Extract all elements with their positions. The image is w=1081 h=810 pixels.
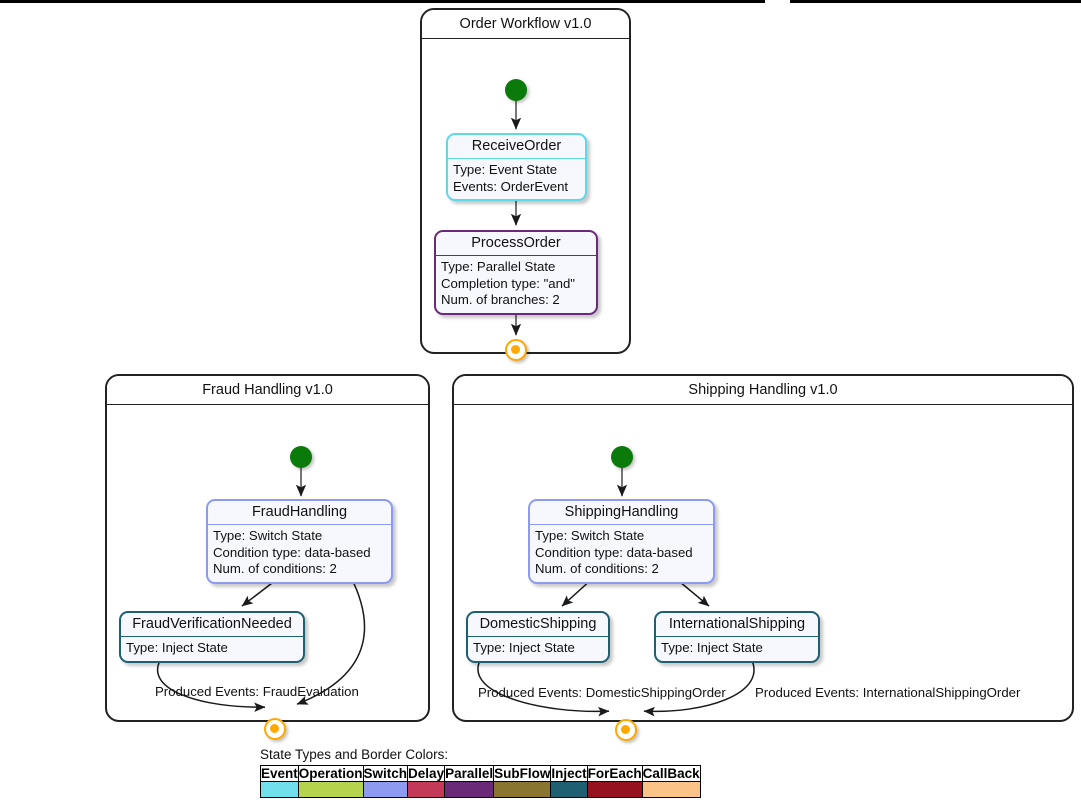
panel-fraud-handling[interactable]: Fraud Handling v1.0 FraudHandli xyxy=(105,374,430,740)
state-node-title: FraudHandling xyxy=(208,501,391,525)
legend-head-operation: Operation xyxy=(297,765,364,782)
legend-head-delay: Delay xyxy=(407,765,446,782)
state-node-line: Type: Inject State xyxy=(473,640,575,655)
legend-swatch-switch xyxy=(362,781,409,798)
end-node-shipping-handling xyxy=(615,719,637,741)
state-node-shipping-handling[interactable]: ShippingHandling Type: Switch State Cond… xyxy=(528,499,715,584)
state-node-title: ReceiveOrder xyxy=(448,135,585,159)
legend-header-row: Event Operation Switch Delay Parallel Su… xyxy=(260,765,701,782)
state-node-body: Type: Event State Events: OrderEvent xyxy=(448,159,585,199)
state-node-line: Events: OrderEvent xyxy=(453,178,569,194)
legend-head-callback: CallBack xyxy=(641,765,701,782)
top-rule-left xyxy=(0,0,765,3)
state-node-title: FraudVerificationNeeded xyxy=(121,613,303,637)
legend-swatch-foreach xyxy=(586,781,643,798)
legend-swatch-parallel xyxy=(444,781,495,798)
state-node-line: Type: Switch State xyxy=(535,528,645,543)
panel-title-shipping-handling: Shipping Handling v1.0 xyxy=(454,376,1072,405)
panel-body-fraud-handling: FraudHandling Type: Switch State Conditi… xyxy=(107,405,428,740)
legend-head-subflow: SubFlow xyxy=(493,765,552,782)
state-node-line: Num. of conditions: 2 xyxy=(535,561,659,576)
panel-body-shipping-handling: ShippingHandling Type: Switch State Cond… xyxy=(454,405,1072,741)
legend-table: Event Operation Switch Delay Parallel Su… xyxy=(260,765,701,798)
state-node-title: InternationalShipping xyxy=(656,613,818,637)
legend-swatch-event xyxy=(260,781,299,798)
start-node-shipping-handling xyxy=(611,446,633,468)
legend-caption: State Types and Border Colors: xyxy=(260,747,449,762)
state-node-line: Condition type: data-based xyxy=(213,544,371,560)
panel-shipping-handling[interactable]: Shipping Handling v1.0 xyxy=(452,374,1074,741)
state-node-line: Type: Inject State xyxy=(126,640,228,655)
state-node-body: Type: Switch State Condition type: data-… xyxy=(208,525,391,582)
legend-swatch-callback xyxy=(641,781,701,798)
state-node-fraud-verification-needed[interactable]: FraudVerificationNeeded Type: Inject Sta… xyxy=(119,611,305,663)
edge-label-international-shipping-order: Produced Events: InternationalShippingOr… xyxy=(755,685,1021,700)
state-node-title: ProcessOrder xyxy=(436,232,596,256)
edge-label-fraud-evaluation: Produced Events: FraudEvaluation xyxy=(155,684,359,699)
state-node-line: Type: Switch State xyxy=(213,528,323,543)
state-node-domestic-shipping[interactable]: DomesticShipping Type: Inject State xyxy=(466,611,610,663)
legend-head-switch: Switch xyxy=(362,765,409,782)
state-node-body: Type: Inject State xyxy=(468,637,608,661)
legend-head-parallel: Parallel xyxy=(444,765,495,782)
legend-head-foreach: ForEach xyxy=(586,765,643,782)
state-node-line: Num. of conditions: 2 xyxy=(213,561,337,576)
state-node-body: Type: Inject State xyxy=(656,637,818,661)
end-node-order-workflow xyxy=(505,339,527,361)
edge-label-domestic-shipping-order: Produced Events: DomesticShippingOrder xyxy=(478,685,726,700)
state-node-body: Type: Inject State xyxy=(121,637,303,661)
state-node-body: Type: Switch State Condition type: data-… xyxy=(530,525,713,582)
start-node-order-workflow xyxy=(505,79,527,101)
state-node-line: Num. of branches: 2 xyxy=(441,292,560,307)
top-rule-right xyxy=(790,0,1081,3)
legend-swatch-subflow xyxy=(493,781,552,798)
legend-swatch-operation xyxy=(297,781,364,798)
legend-swatch-row xyxy=(260,781,701,798)
legend-head-event: Event xyxy=(260,765,299,782)
legend-head-inject: Inject xyxy=(550,765,588,782)
legend-swatch-inject xyxy=(550,781,588,798)
panel-order-workflow[interactable]: Order Workflow v1.0 ReceiveOrder Type: E… xyxy=(420,8,631,361)
state-node-process-order[interactable]: ProcessOrder Type: Parallel State Comple… xyxy=(434,230,598,315)
panel-title-fraud-handling: Fraud Handling v1.0 xyxy=(107,376,428,405)
panel-body-order-workflow: ReceiveOrder Type: Event State Events: O… xyxy=(422,39,629,361)
state-node-line: Type: Parallel State xyxy=(441,259,556,274)
state-node-fraud-handling[interactable]: FraudHandling Type: Switch State Conditi… xyxy=(206,499,393,584)
panel-title-order-workflow: Order Workflow v1.0 xyxy=(422,10,629,39)
legend-swatch-delay xyxy=(407,781,446,798)
state-node-title: DomesticShipping xyxy=(468,613,608,637)
state-node-line: Completion type: "and" xyxy=(441,275,575,291)
state-node-international-shipping[interactable]: InternationalShipping Type: Inject State xyxy=(654,611,820,663)
start-node-fraud-handling xyxy=(290,446,312,468)
state-node-title: ShippingHandling xyxy=(530,501,713,525)
end-node-fraud-handling xyxy=(264,718,286,740)
state-node-line: Type: Inject State xyxy=(661,640,763,655)
state-node-receive-order[interactable]: ReceiveOrder Type: Event State Events: O… xyxy=(446,133,587,201)
state-node-line: Type: Event State xyxy=(453,162,558,177)
state-node-line: Condition type: data-based xyxy=(535,544,693,560)
state-node-body: Type: Parallel State Completion type: "a… xyxy=(436,256,596,313)
legend: State Types and Border Colors: Event Ope… xyxy=(260,747,701,798)
